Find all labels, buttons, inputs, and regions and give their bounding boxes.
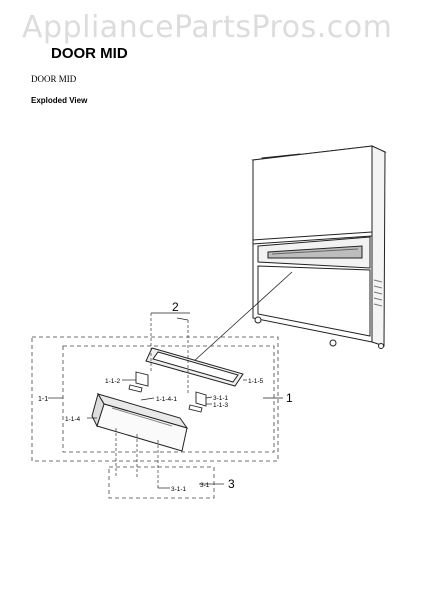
trim-strip-part [145,347,244,387]
group-boxes [31,336,279,499]
view-label: Exploded View [31,96,88,105]
callout-leaders [48,312,283,489]
callout-3: 3 [228,477,235,491]
callout-1-1: 1-1 [38,396,48,403]
callout-1-1-3: 1-1-3 [213,402,229,409]
callout-1-1-5: 1-1-5 [248,378,264,385]
hinge-bracket-right [188,391,207,413]
section-subtitle: DOOR MID [31,74,77,84]
leader-line [181,271,293,373]
watermark: AppliancePartsPros.com [22,10,393,45]
callout-1-1-4: 1-1-4 [65,416,81,423]
refrigerator-illustration [251,145,387,349]
callout-1: 1 [286,391,293,405]
callout-3-1-1-lower: 3-1-1 [171,486,187,493]
callout-1-1-2: 1-1-2 [105,378,121,385]
page-title: DOOR MID [51,45,128,62]
callout-2: 2 [172,300,179,314]
callout-3-1: 3-1 [200,482,210,489]
guide-lines [115,313,189,488]
callout-3-1-1-upper: 3-1-1 [213,395,229,402]
hinge-bracket-left [128,371,149,393]
callout-1-1-4-1: 1-1-4-1 [156,396,177,403]
